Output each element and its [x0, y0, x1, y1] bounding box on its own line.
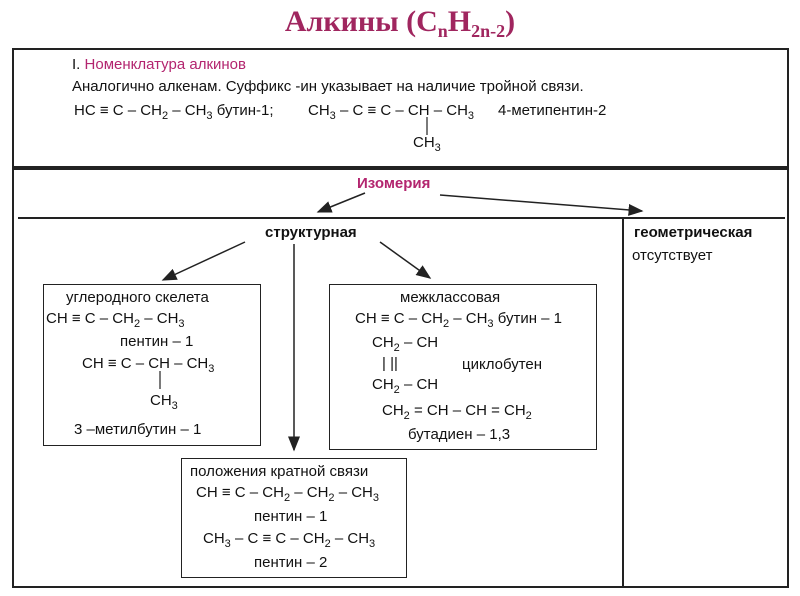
- isomerism-frame: [12, 168, 789, 588]
- geometric-label: геометрическая: [634, 224, 753, 241]
- nomenclature-heading: I. Номенклатура алкинов: [72, 56, 246, 73]
- column-divider: [622, 217, 624, 586]
- structural-label: структурная: [265, 224, 357, 241]
- methylbutyne-name: 3 –метилбутин – 1: [74, 421, 202, 438]
- pentyne-1-formula: CH ≡ C – CH2 – CH3: [46, 310, 185, 330]
- cyclobutene-bonds: | ||: [382, 355, 398, 372]
- cyclobutene-bottom: CH2 – CH: [372, 376, 439, 396]
- arrow-to-structural: [316, 192, 366, 213]
- nomenclature-description: Аналогично алкенам. Суффикс -ин указывае…: [72, 78, 584, 95]
- geometric-absent: отсутствует: [632, 247, 713, 264]
- cyclobutene-name: циклобутен: [462, 356, 543, 373]
- divider-line: [18, 217, 785, 219]
- butadiene-name: бутадиен – 1,3: [408, 426, 511, 443]
- cyclobutene-top: CH2 – CH: [372, 334, 439, 354]
- pentyne-1-name: пентин – 1: [120, 333, 194, 350]
- pentyne-1-formula-bond: CH ≡ C – CH2 – CH2 – CH3: [196, 484, 379, 504]
- methylbutyne-formula: CH ≡ C – CH – CH3: [82, 355, 215, 375]
- pentyne-2-formula: CH3 – C ≡ C – CH2 – CH3: [203, 530, 376, 550]
- nomenclature-box: [12, 48, 789, 168]
- methylpentyne-formula: CH3 – C ≡ C – CH – CH3: [308, 102, 475, 122]
- interclass-box: [329, 284, 597, 450]
- arrow-to-interclass: [379, 241, 432, 279]
- butadiene-formula: CH2 = CH – CH = CH2: [382, 402, 532, 422]
- arrow-to-geometric: [439, 194, 644, 216]
- butyne-1-formula: HC ≡ C – CH2 – CH3 бутин-1;: [74, 102, 274, 122]
- methylpentyne-branch: CH3: [413, 134, 441, 154]
- pentyne-1-name-bond: пентин – 1: [254, 508, 328, 525]
- isomerism-title: Изомерия: [357, 175, 431, 192]
- arrow-to-skeleton: [161, 241, 246, 281]
- page-title: Алкины (CnH2n-2): [284, 5, 516, 41]
- carbon-skeleton-box: [43, 284, 261, 446]
- butyne-1-formula-interclass: CH ≡ C – CH2 – CH3 бутин – 1: [355, 310, 563, 330]
- pentyne-2-name: пентин – 2: [254, 554, 328, 571]
- methylbutyne-branch: CH3: [150, 392, 178, 412]
- interclass-heading: межклассовая: [400, 289, 501, 306]
- bond-position-box: [181, 458, 407, 578]
- bond-position-heading: положения кратной связи: [190, 463, 369, 480]
- carbon-skeleton-heading: углеродного скелета: [66, 289, 209, 306]
- methylpentyne-name: 4-метипентин-2: [498, 102, 607, 119]
